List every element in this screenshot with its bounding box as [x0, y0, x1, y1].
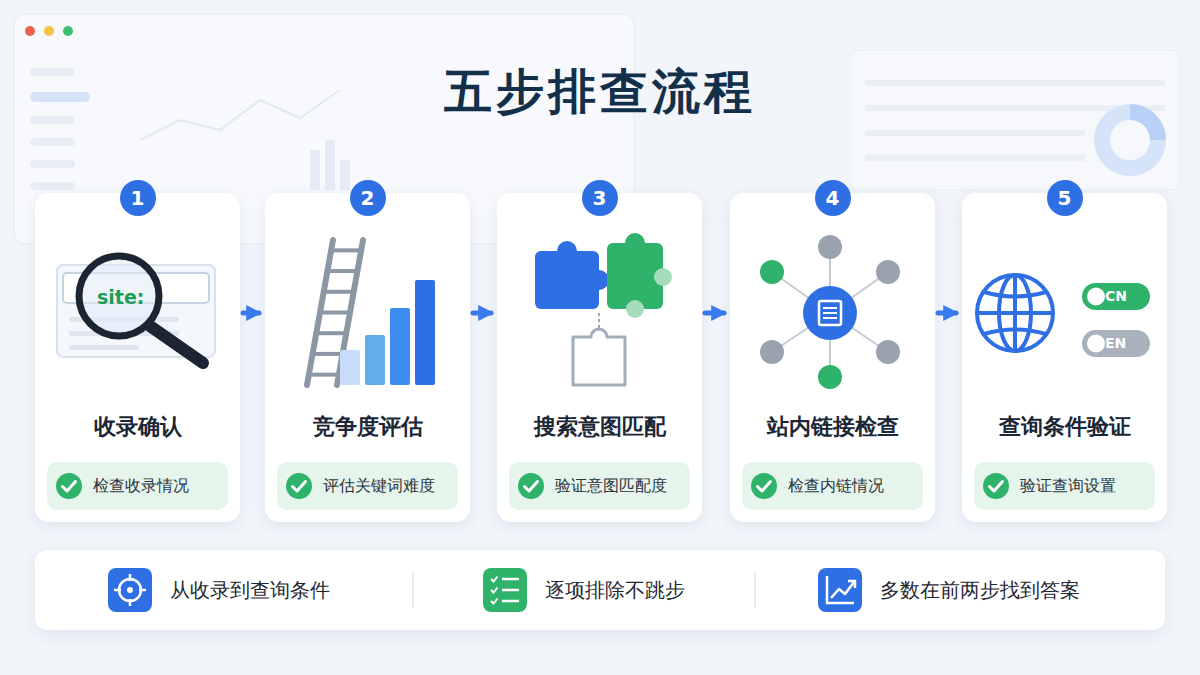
step-title: 查询条件验证 — [962, 412, 1167, 442]
flow-arrow — [938, 311, 956, 316]
flow-arrow — [705, 311, 724, 316]
flow-arrow — [243, 311, 259, 316]
check-icon — [974, 462, 1014, 510]
window-dot — [25, 26, 35, 36]
faint-bars — [310, 140, 350, 190]
icon-label: CN — [1105, 289, 1127, 303]
icon-label: EN — [1105, 336, 1126, 350]
check-icon — [277, 462, 317, 510]
step-title: 收录确认 — [35, 412, 240, 442]
check-text: 验证查询设置 — [1020, 476, 1116, 497]
summary-bar: 从收录到查询条件 逐项排除不跳步 多数在前两步找到答案 — [35, 550, 1165, 630]
step-card: 5验证查询设置查询条件验证CNEN — [962, 193, 1167, 522]
window-dot — [63, 26, 73, 36]
step-number-text: 2 — [361, 188, 375, 208]
step-illustration — [497, 193, 702, 403]
check-pill: 检查收录情况 — [47, 462, 228, 510]
check-pill: 评估关键词难度 — [277, 462, 458, 510]
check-pill: 验证意图匹配度 — [509, 462, 690, 510]
step-card: 4检查内链情况站内链接检查 — [730, 193, 935, 522]
step-number: 2 — [350, 180, 386, 216]
step-illustration — [265, 193, 470, 403]
diagram-title: 五步排查流程 — [0, 60, 1200, 124]
step-title: 竞争度评估 — [265, 412, 470, 442]
check-text: 检查内链情况 — [788, 476, 884, 497]
check-icon — [742, 462, 782, 510]
check-text: 检查收录情况 — [93, 476, 189, 497]
summary-text: 从收录到查询条件 — [170, 577, 330, 604]
step-title: 站内链接检查 — [730, 412, 935, 442]
faint-donut — [1130, 112, 1158, 140]
step-number: 5 — [1047, 180, 1083, 216]
step-number-text: 3 — [593, 188, 607, 208]
step-number-text: 5 — [1058, 188, 1072, 208]
faint-sidebar — [30, 68, 90, 190]
step-number-text: 1 — [131, 188, 145, 208]
faint-chart — [140, 90, 340, 140]
step-illustration — [730, 193, 935, 403]
step-number: 1 — [120, 180, 156, 216]
check-text: 评估关键词难度 — [323, 476, 435, 497]
step-illustration — [962, 193, 1167, 403]
check-pill: 检查内链情况 — [742, 462, 923, 510]
check-pill: 验证查询设置 — [974, 462, 1155, 510]
icon-label: site: — [97, 288, 144, 307]
flow-arrow — [473, 311, 491, 316]
step-title: 搜索意图匹配 — [497, 412, 702, 442]
window-dot — [44, 26, 54, 36]
check-icon — [47, 462, 87, 510]
check-text: 验证意图匹配度 — [555, 476, 667, 497]
faint-donut — [1102, 112, 1158, 168]
faint-table — [850, 50, 1180, 190]
summary-text: 多数在前两步找到答案 — [880, 577, 1080, 604]
step-number-text: 4 — [826, 188, 840, 208]
step-number: 4 — [815, 180, 851, 216]
step-card: 1检查收录情况收录确认site: — [35, 193, 240, 522]
summary-text: 逐项排除不跳步 — [545, 577, 685, 604]
check-icon — [509, 462, 549, 510]
step-card: 2评估关键词难度竞争度评估 — [265, 193, 470, 522]
step-number: 3 — [582, 180, 618, 216]
step-card: 3验证意图匹配度搜索意图匹配 — [497, 193, 702, 522]
